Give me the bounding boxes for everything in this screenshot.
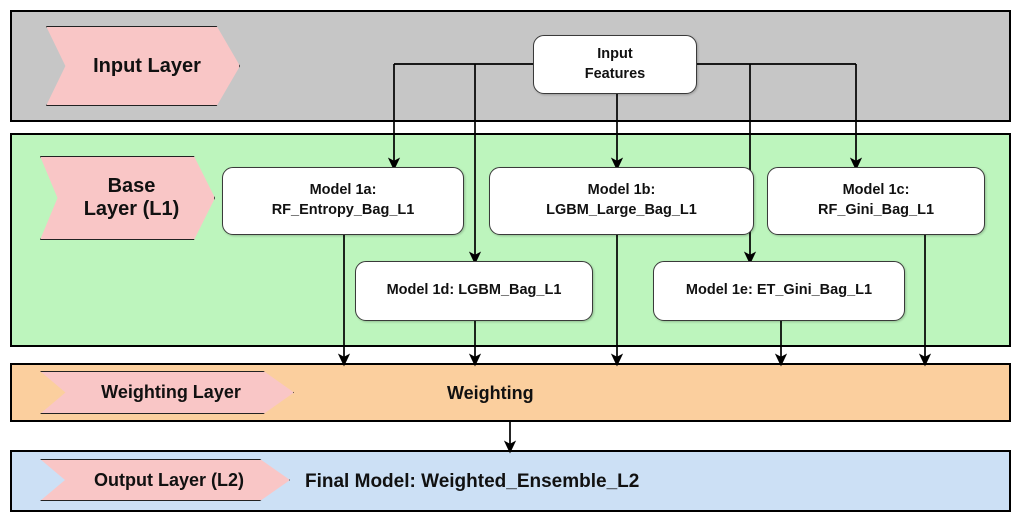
node-model-1b-line2: LGBM_Large_Bag_L1 <box>546 202 697 218</box>
weighting-layer-tag: Weighting Layer <box>40 371 294 414</box>
final-model-label: Final Model: Weighted_Ensemble_L2 <box>305 471 640 492</box>
base-layer-tag-label: Base Layer (L1) <box>70 175 186 221</box>
base-layer-tag-line2: Layer (L1) <box>83 198 180 220</box>
node-model-1c-line1: Model 1c: <box>842 182 910 199</box>
output-layer-tag: Output Layer (L2) <box>40 459 290 501</box>
node-input-features-line1: Input <box>597 45 633 62</box>
node-model-1c[interactable]: Model 1c: RF_Gini_Bag_L1 <box>767 167 985 235</box>
node-input-features[interactable]: Input Features <box>533 35 697 94</box>
input-layer-tag: Input Layer <box>46 26 240 106</box>
node-model-1b-text: Model 1b: LGBM_Large_Bag_L1 <box>546 181 697 220</box>
node-input-features-line2: Features <box>584 65 646 82</box>
output-layer-tag-label: Output Layer (L2) <box>93 469 244 490</box>
node-model-1d[interactable]: Model 1d: LGBM_Bag_L1 <box>355 261 593 321</box>
node-model-1c-text: Model 1c: RF_Gini_Bag_L1 <box>818 181 934 220</box>
weighting-label: Weighting <box>447 383 534 403</box>
node-model-1b[interactable]: Model 1b: LGBM_Large_Bag_L1 <box>489 167 754 235</box>
node-model-1a[interactable]: Model 1a: RF_Entropy_Bag_L1 <box>222 167 464 235</box>
base-layer-tag: Base Layer (L1) <box>40 156 215 240</box>
base-layer-tag-line1: Base <box>107 175 156 197</box>
node-model-1e[interactable]: Model 1e: ET_Gini_Bag_L1 <box>653 261 905 321</box>
input-layer-tag-label: Input Layer <box>93 54 201 77</box>
weighting-layer-tag-label: Weighting Layer <box>101 382 241 403</box>
node-model-1e-line1: Model 1e: ET_Gini_Bag_L1 <box>685 282 873 299</box>
node-model-1b-line1: Model 1b: <box>587 182 656 199</box>
node-model-1c-line2: RF_Gini_Bag_L1 <box>817 202 935 218</box>
node-model-1a-text: Model 1a: RF_Entropy_Bag_L1 <box>272 181 415 220</box>
node-model-1a-line2: RF_Entropy_Bag_L1 <box>271 202 415 218</box>
node-model-1a-line1: Model 1a: <box>309 182 377 199</box>
node-input-features-text: Input Features <box>585 45 645 84</box>
node-model-1d-line1: Model 1d: LGBM_Bag_L1 <box>386 282 562 299</box>
